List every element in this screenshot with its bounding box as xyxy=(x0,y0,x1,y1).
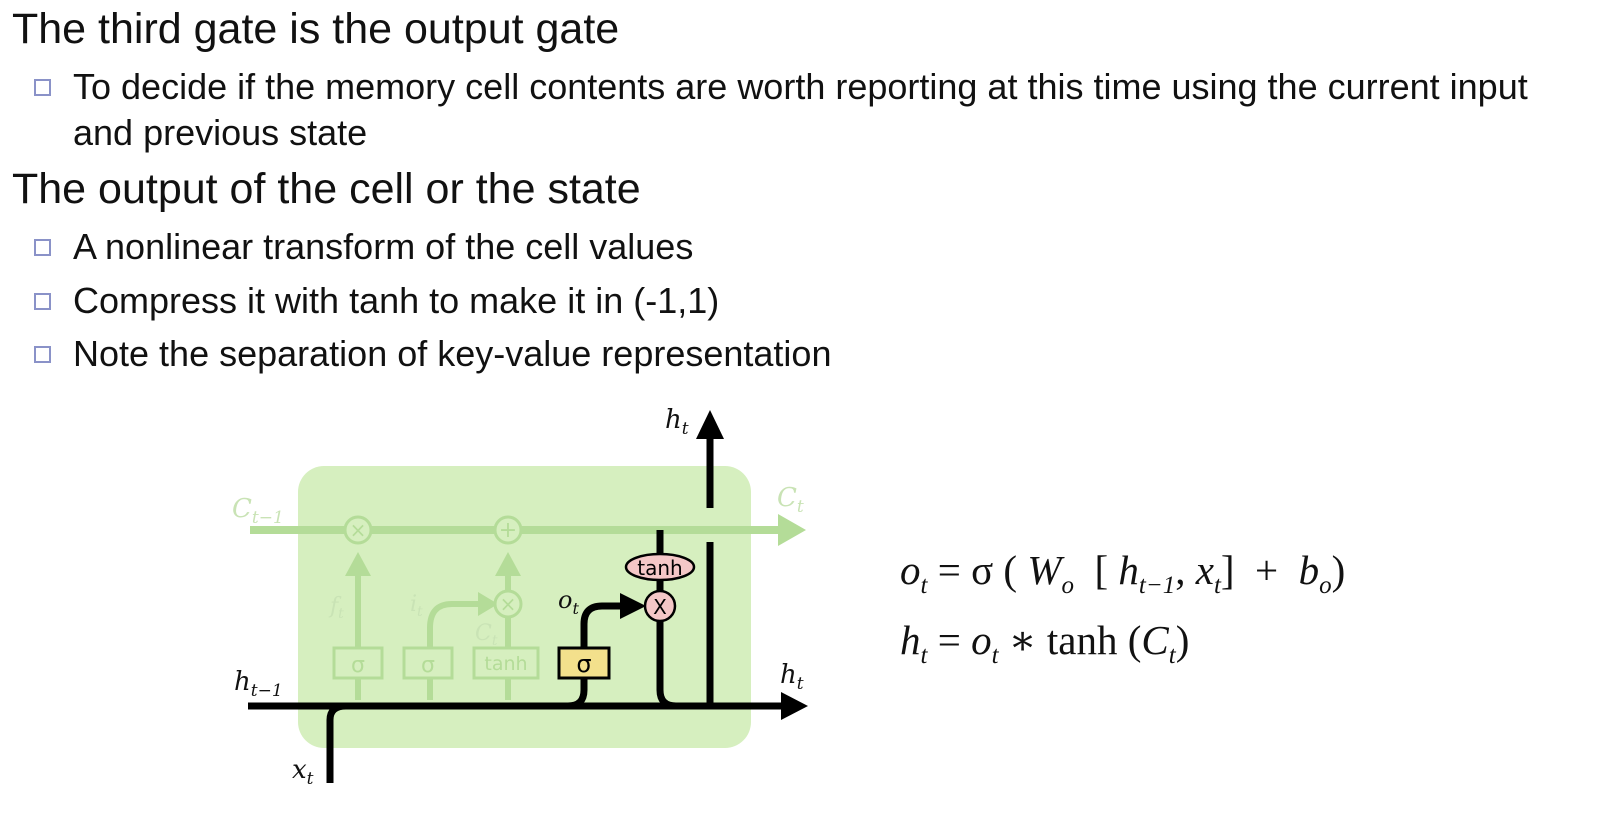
label-c-tilde: Ct xyxy=(475,621,498,649)
bullet-box xyxy=(34,293,51,310)
equation-hidden-state: ht = ot ∗ tanh (Ct) xyxy=(900,617,1190,670)
label-i-t: it xyxy=(410,592,423,620)
bullet-item-4: Note the separation of key-value represe… xyxy=(34,331,1553,377)
label-h-right: ht xyxy=(780,660,804,694)
faded-arrowheads xyxy=(345,552,521,616)
label-h-top: ht xyxy=(665,405,689,439)
equation-output-gate: ot = σ ( Wo [ ht−1, xt] + bo) xyxy=(900,547,1346,600)
label-c-t: Ct xyxy=(777,483,804,517)
label-x-t: xt xyxy=(292,755,314,789)
tanh-op-ellipse xyxy=(624,552,696,582)
bullet-text: To decide if the memory cell contents ar… xyxy=(73,66,1528,153)
output-sigma-gate xyxy=(557,646,611,680)
times-output-label: X xyxy=(653,595,667,619)
times-label-1: × xyxy=(350,518,367,542)
plus-label: + xyxy=(499,518,517,543)
bullet-item-3: Compress it with tanh to make it in (-1,… xyxy=(34,278,1553,324)
heading-output-gate: The third gate is the output gate xyxy=(12,5,620,53)
h-top-arrowhead xyxy=(696,410,724,439)
output-sigma-arrowhead xyxy=(620,593,646,619)
forget-multiply-op xyxy=(343,515,373,545)
tanh-gate-label: tanh xyxy=(484,653,527,675)
bullet-text: Note the separation of key-value represe… xyxy=(73,333,832,374)
bullet-item-2: A nonlinear transform of the cell values xyxy=(34,224,1553,270)
bullet-box xyxy=(34,346,51,363)
sigma-label-1: σ xyxy=(351,653,365,678)
h-right-arrowhead xyxy=(781,692,808,720)
tanh-op-label: tanh xyxy=(637,556,682,580)
times-label-2: × xyxy=(500,592,517,616)
heading-cell-output: The output of the cell or the state xyxy=(12,165,641,213)
label-h-prev: ht−1 xyxy=(234,667,283,701)
candidate-tanh-box xyxy=(472,646,540,680)
output-paths xyxy=(248,436,785,783)
cell-state-arrowhead xyxy=(778,514,806,546)
bullet-item-1: To decide if the memory cell contents ar… xyxy=(34,64,1553,156)
label-o-t: ot xyxy=(558,586,579,618)
sigma-label-2: σ xyxy=(421,653,435,678)
label-c-prev: Ct−1 xyxy=(232,494,284,528)
forget-gate-box xyxy=(332,646,384,680)
add-op xyxy=(493,515,523,545)
output-multiply-op xyxy=(643,589,677,623)
bullet-text: Compress it with tanh to make it in (-1,… xyxy=(73,280,720,321)
sigma-output-label: σ xyxy=(576,650,591,678)
input-multiply-op xyxy=(493,589,523,619)
bullet-text: A nonlinear transform of the cell values xyxy=(73,226,694,267)
input-gate-box xyxy=(402,646,454,680)
bullet-box xyxy=(34,79,51,96)
bullet-box xyxy=(34,239,51,256)
